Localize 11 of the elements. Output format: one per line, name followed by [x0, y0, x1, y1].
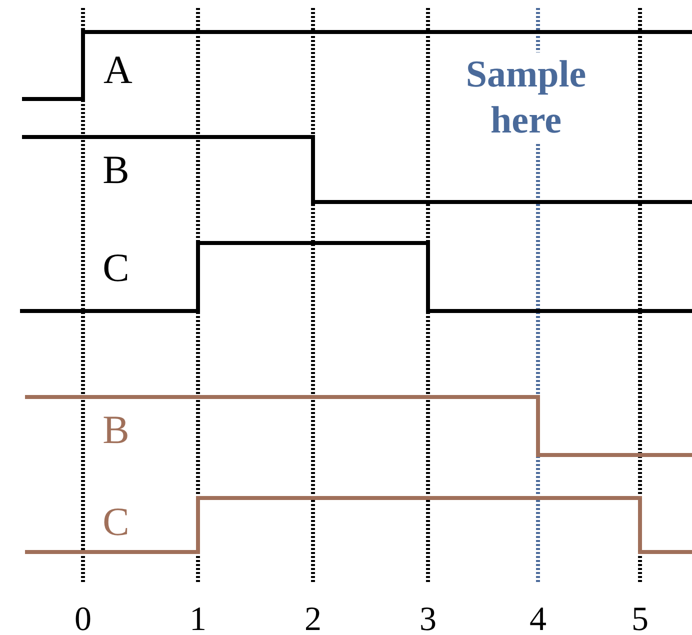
signal-label: A — [104, 50, 132, 90]
axis-tick-label: 2 — [304, 603, 322, 635]
signal-label: B — [102, 410, 130, 450]
axis-tick-label: 4 — [530, 603, 546, 635]
axis-tick-label: 0 — [74, 603, 92, 635]
axis-tick-label: 3 — [420, 603, 436, 635]
axis-tick-label: 5 — [632, 603, 648, 635]
signal-label: B — [102, 150, 130, 190]
signal-label: C — [102, 502, 130, 542]
axis-tick-label: 1 — [190, 603, 206, 635]
signal-label: C — [102, 248, 130, 288]
